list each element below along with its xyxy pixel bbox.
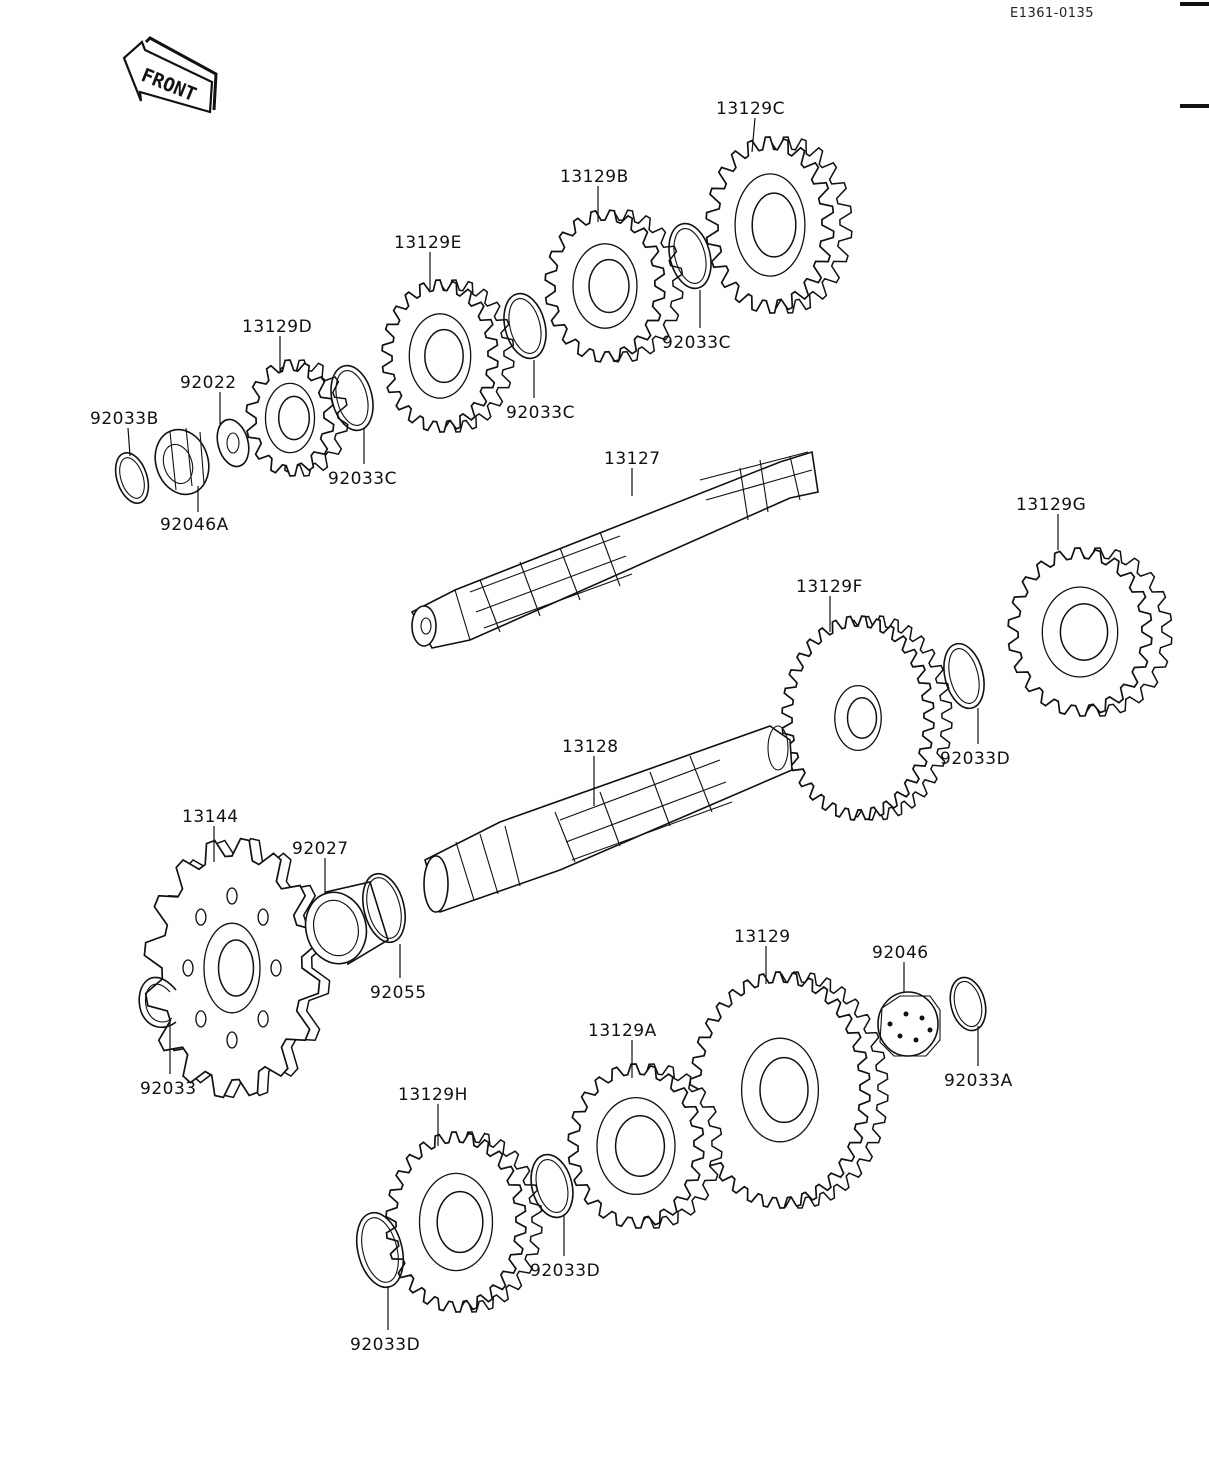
gear-13129d-bore [277,395,311,441]
label-92033d-b[interactable]: 92033D [530,1261,600,1281]
shaft-13128 [423,725,793,914]
label-92033a[interactable]: 92033A [944,1071,1013,1091]
gear-13129e-hub [408,313,472,399]
gear-13129d-hub [264,382,316,454]
label-13129e[interactable]: 13129E [394,233,462,253]
gear-13129g-bore [1059,603,1109,661]
circlip-92033c-a [330,364,374,432]
gear-13129f [781,615,953,821]
label-92033c-c[interactable]: 92033C [662,333,731,353]
sprocket-bolt-hole [257,1010,269,1028]
circlip-92033d-a [943,642,985,710]
page-edge-mark-top [1180,2,1209,6]
circlip-92033b [114,452,150,504]
gear-13129h-bore [436,1190,484,1254]
label-92022[interactable]: 92022 [180,373,237,393]
shaft-13127 [410,450,819,649]
label-13129f[interactable]: 13129F [796,577,863,597]
gear-13129e-bore [424,328,464,384]
sprocket-bolt-hole [195,1010,207,1028]
sprocket-13144-hub [203,922,261,1014]
label-92033d-c[interactable]: 92033D [350,1335,420,1355]
sprocket-13144 [143,837,331,1099]
gear-13129g [1007,547,1173,717]
label-13127[interactable]: 13127 [604,449,661,469]
label-92027[interactable]: 92027 [292,839,349,859]
gear-13129a-hub [596,1096,676,1196]
circlip-92033a [949,976,987,1032]
gear-13129f-bore [846,697,878,739]
circlip-92033 [138,976,177,1029]
label-92046a[interactable]: 92046A [160,515,229,535]
label-13128[interactable]: 13128 [562,737,619,757]
gear-13129c-bore [751,192,797,258]
needle-bearing-92046a [154,427,210,496]
gear-13129f-hub [834,684,882,752]
leader-lines [127,117,1059,1330]
gear-13129-hub [740,1037,820,1143]
needle-bearing-92046 [877,991,941,1057]
label-13129c[interactable]: 13129C [716,99,785,119]
sprocket-13144-bore [217,939,255,997]
sprocket-bolt-hole [270,959,282,977]
gear-group [143,136,1173,1313]
sprocket-bolt-hole [226,1031,238,1049]
label-92046[interactable]: 92046 [872,943,929,963]
label-13129a[interactable]: 13129A [588,1021,657,1041]
circlip-92033d-c [355,1211,405,1289]
gear-13129h-hub [418,1172,494,1272]
gear-13129h [385,1131,543,1313]
gear-13129b-hub [572,243,638,329]
gear-13129e [381,279,515,433]
label-13144[interactable]: 13144 [182,807,239,827]
label-92033b[interactable]: 92033B [90,409,159,429]
collar-92027 [304,881,389,966]
label-92033d-a[interactable]: 92033D [940,749,1010,769]
label-13129h[interactable]: 13129H [398,1085,468,1105]
sprocket-bolt-hole [226,887,238,905]
circlip-92033c-b [503,292,547,360]
gear-13129b [544,209,684,363]
gear-13129b-bore [588,258,630,314]
circlip-92033c-c [668,222,712,290]
gear-13129c [705,136,853,314]
diagram-code: E1361-0135 [1010,6,1094,21]
o-ring-92055 [362,872,406,944]
label-13129b[interactable]: 13129B [560,167,629,187]
label-92033[interactable]: 92033 [140,1079,197,1099]
sprocket-bolt-hole [195,908,207,926]
sprocket-13144-holes [182,887,282,1049]
label-13129d[interactable]: 13129D [242,317,312,337]
label-92055[interactable]: 92055 [370,983,427,1003]
front-arrow-icon: FRONT [122,36,218,114]
gear-13129a-bore [614,1115,666,1177]
circlip-92033d-b [530,1153,574,1219]
sprocket-bolt-hole [257,908,269,926]
page-edge-mark-middle [1180,104,1209,108]
gear-13129a [567,1063,723,1229]
label-92033c-b[interactable]: 92033C [506,403,575,423]
label-13129g[interactable]: 13129G [1016,495,1086,515]
gear-13129g-hub [1041,586,1119,678]
part-labels: 13129C 13129B 13129E 13129D 92022 92033B… [90,99,1086,1355]
gear-13129-bore [759,1056,809,1124]
gear-13129 [689,971,889,1209]
washer-92022 [216,418,250,468]
gear-13129d [245,359,349,477]
gear-13129c-hub [734,173,806,277]
label-13129[interactable]: 13129 [734,927,791,947]
label-92033c-a[interactable]: 92033C [328,469,397,489]
sprocket-bolt-hole [182,959,194,977]
